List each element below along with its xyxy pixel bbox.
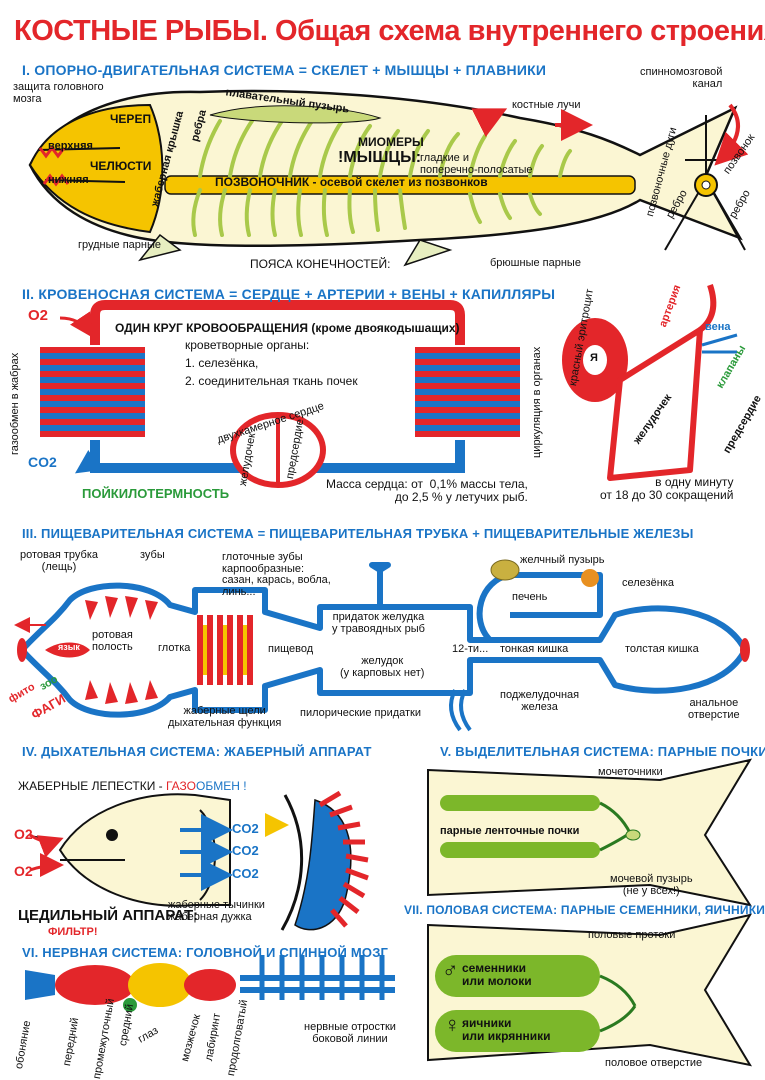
section-6-heading: VI. НЕРВНАЯ СИСТЕМА: ГОЛОВНОЙ И СПИННОЙ … [22, 945, 389, 960]
label-spinal-canal: спинномозговой канал [640, 66, 723, 90]
label-myomeres: МИОМЕРЫ [358, 135, 424, 149]
label-small-intestine: тонкая кишка [500, 643, 569, 655]
label-genital-ducts: половые протоки [588, 929, 676, 941]
label-pharynx: глотка [158, 642, 191, 654]
label-filter-apparatus: ЦЕДИЛЬНЫЙ АППАРАТ: [18, 907, 198, 924]
gonad-diagram [427, 913, 753, 1067]
label-gas-exchange-gills: газообмен в жабрах [9, 352, 21, 455]
label-co2-out: CO2 [28, 454, 57, 470]
label-gill-rakers: жаберные тычинки жаберная дужка [168, 899, 265, 923]
label-tongue: язык [58, 642, 80, 652]
female-symbol: ♀ [444, 1012, 461, 1037]
label-large-intestine: толстая кишка [625, 643, 699, 655]
label-vein: вена [705, 321, 731, 333]
fish-skeleton-diagram [28, 89, 749, 267]
circulation-diagram [40, 284, 738, 488]
label-muscles: !МЫШЦЫ: [338, 149, 422, 166]
label-filter: ФИЛЬТР! [48, 926, 98, 938]
label-co2-a: CO2 [232, 821, 259, 836]
label-gallbladder: желчный пузырь [520, 554, 605, 566]
label-spleen: селезёнка [622, 577, 674, 589]
label-rbc-nucleus: Я [590, 352, 598, 364]
label-pectoral-fins: грудные парные [78, 239, 162, 251]
nervous-diagram [25, 955, 395, 1012]
label-limb-belts: ПОЯСА КОНЕЧНОСТЕЙ: [250, 257, 391, 271]
label-teeth: зубы [140, 549, 165, 561]
label-anus: анальное отверстие [688, 697, 740, 721]
label-co2-b: CO2 [232, 843, 259, 858]
section-7-heading: VII. ПОЛОВАЯ СИСТЕМА: ПАРНЫЕ СЕМЕННИКИ, … [404, 903, 765, 917]
label-hematopoietic-1: 1. селезёнка, [185, 356, 259, 370]
label-pancreas: поджелудочная железа [500, 689, 580, 713]
label-o2-b: O2 [14, 863, 33, 879]
label-ovaries: яичники или икрянники [462, 1016, 551, 1043]
label-o2-in: O2 [28, 307, 49, 324]
label-poikilothermy: ПОЙКИЛОТЕРМНОСТЬ [82, 486, 230, 501]
label-lateral-line: нервные отростки боковой линии [304, 1021, 396, 1045]
label-hematopoietic: кроветворные органы: [185, 338, 310, 352]
label-paired-kidneys: парные ленточные почки [440, 825, 580, 837]
label-stomach: желудок (у карповых нет) [340, 655, 425, 679]
label-pelvic-fins: брюшные парные [490, 257, 581, 269]
label-lower-jaw: нижняя [48, 174, 89, 186]
label-esophagus: пищевод [268, 643, 314, 655]
label-ureters: мочеточники [598, 766, 663, 778]
section-3-heading: III. ПИЩЕВАРИТЕЛЬНАЯ СИСТЕМА = ПИЩЕВАРИТ… [22, 526, 694, 541]
label-gill-lamellae: ЖАБЕРНЫЕ ЛЕПЕСТКИ - ГАЗООБМЕН ! [18, 779, 247, 793]
label-bony-rays: костные лучи [512, 99, 581, 111]
label-testes: семенники или молоки [462, 961, 532, 988]
label-spine: ПОЗВОНОЧНИК - осевой скелет из позвонков [215, 175, 488, 189]
label-heart-mass: Масса сердца: от 0,1% массы тела, до 2,5… [326, 477, 528, 504]
label-muscles-desc: гладкие и поперечно-полосатые [420, 152, 533, 176]
label-duodenum: 12-ти... [452, 643, 489, 655]
label-hematopoietic-2: 2. соединительная ткань почек [185, 374, 358, 388]
label-pyloric: пилорические придатки [300, 707, 422, 719]
section-1-heading: I. ОПОРНО-ДВИГАТЕЛЬНАЯ СИСТЕМА = СКЕЛЕТ … [22, 62, 547, 78]
label-organ-circulation: циркуляция в органах [531, 346, 543, 458]
digestion-details [17, 559, 750, 732]
label-brain-protection: защита головного мозга [13, 81, 104, 105]
label-one-circle: ОДИН КРУГ КРОВООБРАЩЕНИЯ (кроме двоякоды… [115, 321, 460, 335]
label-stomach-appendage: придаток желудка у травоядных рыб [332, 611, 425, 635]
label-upper-jaw: верхняя [48, 140, 93, 152]
label-co2-c: CO2 [232, 866, 259, 881]
label-mouth-tube: ротовая трубка (лещь) [20, 549, 99, 573]
label-liver: печень [512, 591, 548, 603]
label-bladder: мочевой пузырь (не у всех!) [610, 873, 693, 897]
label-oral-cavity: ротовая полость [92, 629, 133, 653]
section-5-heading: V. ВЫДЕЛИТЕЛЬНАЯ СИСТЕМА: ПАРНЫЕ ПОЧКИ [440, 744, 765, 759]
kidney-diagram [427, 758, 753, 907]
label-throat-teeth: глоточные зубы карпообразные: сазан, кар… [222, 551, 331, 598]
poster-title: КОСТНЫЕ РЫБЫ. Общая схема внутреннего ст… [14, 15, 765, 47]
male-symbol: ♂ [442, 957, 459, 982]
gill-diagram [29, 790, 369, 931]
label-gill-slits: жаберные щели дыхательная функция [168, 705, 282, 729]
section-2-heading: II. КРОВЕНОСНАЯ СИСТЕМА = СЕРДЦЕ + АРТЕР… [22, 286, 556, 302]
section-4-heading: IV. ДЫХАТЕЛЬНАЯ СИСТЕМА: ЖАБЕРНЫЙ АППАРА… [22, 744, 372, 759]
label-heart-rate: в одну минуту от 18 до 30 сокращений [600, 475, 734, 502]
label-genital-opening: половое отверстие [605, 1057, 703, 1069]
label-jaws: ЧЕЛЮСТИ [90, 159, 152, 173]
label-o2-a: O2 [14, 826, 33, 842]
label-skull: ЧЕРЕП [110, 112, 152, 126]
